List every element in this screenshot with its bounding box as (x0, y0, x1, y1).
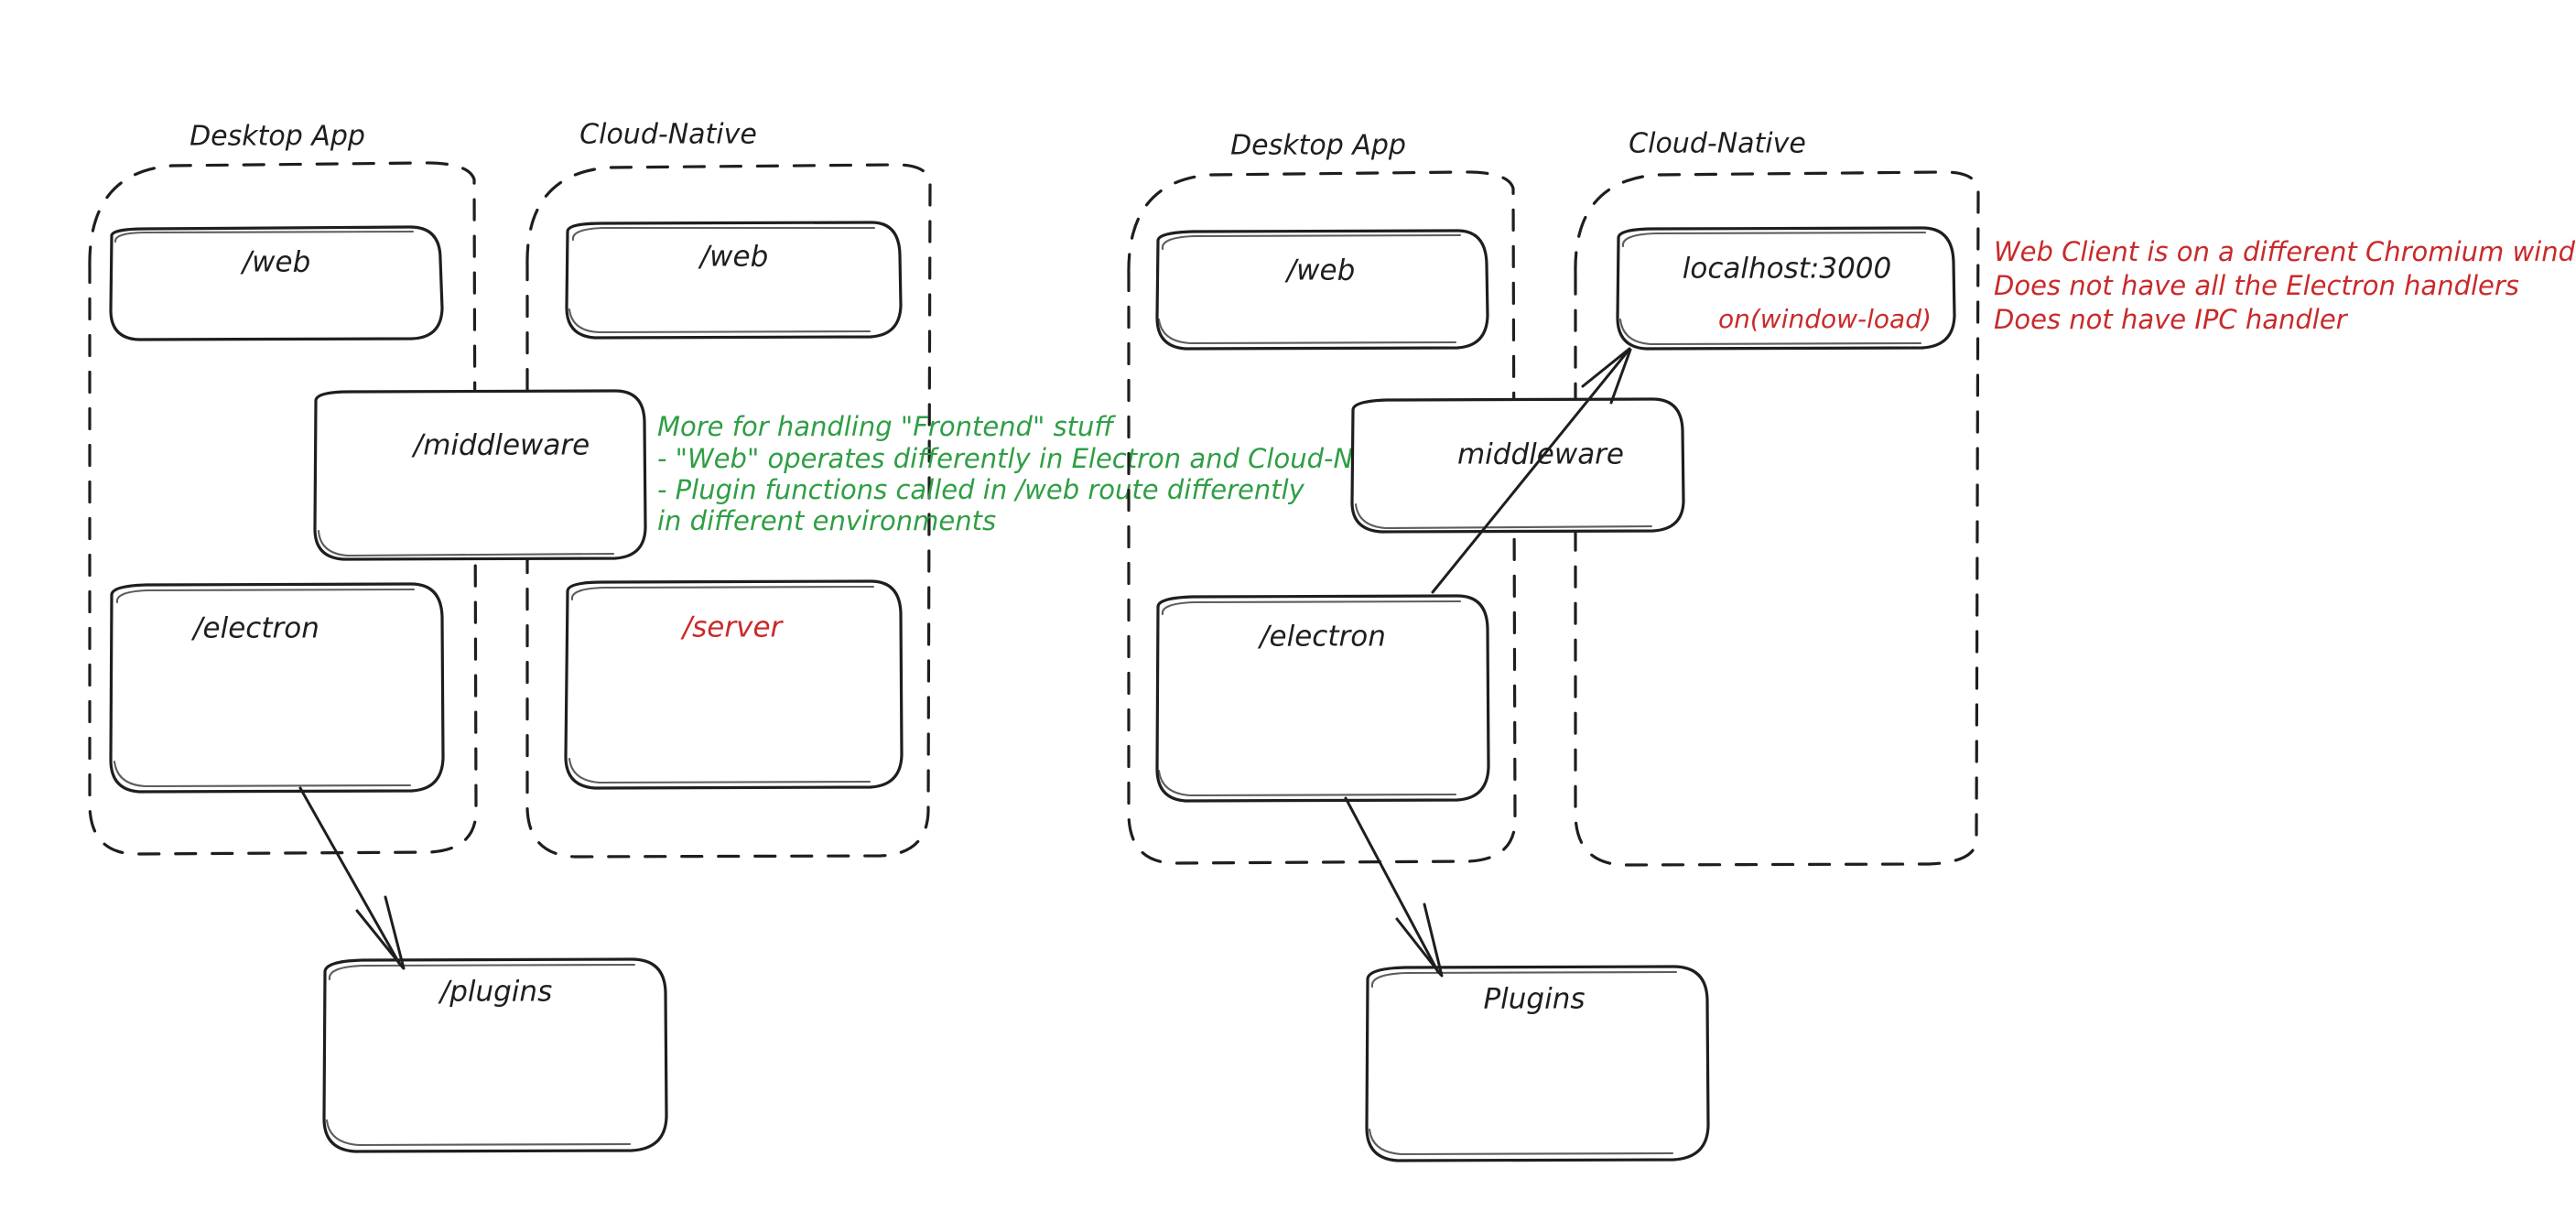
right-middleware-label: middleware (1457, 438, 1624, 471)
right-middleware-box[interactable]: middleware (1350, 397, 1685, 534)
right-down-arrow-shaft (1344, 796, 1440, 974)
left-electron-box[interactable]: /electron (109, 582, 445, 794)
left-middleware-label: /middleware (411, 429, 590, 462)
right-web-box-shape (1155, 229, 1489, 351)
left-web-cloud-box-shape (565, 221, 903, 340)
left-desktop-app-label: Desktop App (189, 121, 365, 153)
right-red-note-line-2: Does not have all the Electron handlers (1994, 270, 2519, 301)
right-plugins-box-shape (1365, 965, 1710, 1162)
left-cloud-native-group[interactable]: Cloud-Native (525, 119, 932, 859)
left-server-label: /server (680, 611, 785, 644)
right-electron-box[interactable]: /electron (1155, 594, 1490, 803)
right-up-arrow-head-2 (1609, 348, 1632, 405)
left-electron-box-sketchline (113, 588, 416, 788)
right-electron-label: /electron (1257, 621, 1386, 654)
right-web-box-sketchline (1157, 233, 1462, 345)
right-down-arrow-head-2 (1423, 902, 1444, 978)
left-arrow-head-2 (384, 895, 406, 970)
left-arrow-head-1 (355, 909, 405, 969)
left-green-note-line-3: - Plugin functions called in /web route … (657, 474, 1305, 505)
left-middleware-box[interactable]: /middleware (313, 389, 647, 561)
left-green-note-line-1: More for handling "Frontend" stuff (657, 411, 1116, 442)
right-up-arrow-head-1 (1581, 347, 1631, 388)
right-plugins-label: Plugins (1483, 983, 1585, 1016)
right-electron-box-sketchline (1157, 600, 1462, 797)
right-electron-box-shape (1155, 594, 1490, 803)
left-cloud-native-label: Cloud-Native (579, 119, 757, 151)
left-web-desktop-box-shape (109, 225, 444, 341)
right-localhost-box-sketchline (1618, 231, 1927, 346)
left-plugins-box-shape (322, 957, 668, 1153)
left-green-note: More for handling "Frontend" stuff - "We… (657, 411, 1419, 536)
right-cloud-native-group[interactable]: Cloud-Native (1574, 128, 1980, 867)
left-desktop-app-group[interactable]: Desktop App (88, 121, 478, 856)
right-web-box[interactable]: /web (1155, 229, 1489, 351)
left-web-cloud-box[interactable]: /web (565, 221, 903, 340)
left-desktop-app-boundary (88, 161, 478, 856)
right-plugins-box-sketchline (1368, 970, 1678, 1156)
left-green-note-line-4: in different environments (657, 505, 996, 536)
left-electron-to-plugins-arrow (298, 786, 406, 970)
left-green-note-line-2: - "Web" operates differently in Electron… (657, 443, 1419, 474)
right-cloud-native-boundary (1574, 170, 1980, 867)
right-plugins-box[interactable]: Plugins (1365, 965, 1710, 1162)
left-cloud-native-boundary (525, 163, 932, 859)
left-server-box-sketchline (568, 585, 875, 784)
right-localhost-sublabel: on(window-load) (1718, 304, 1932, 334)
left-middleware-box-shape (313, 389, 647, 561)
right-localhost-box-shape (1616, 226, 1956, 351)
right-web-label: /web (1284, 254, 1356, 287)
left-web-desktop-label: /web (240, 246, 311, 279)
right-down-arrow-head-1 (1395, 917, 1443, 977)
left-server-box[interactable]: /server (564, 579, 904, 790)
left-plugins-box[interactable]: /plugins (322, 957, 668, 1153)
right-cloud-native-label: Cloud-Native (1629, 128, 1806, 160)
right-localhost-label: localhost:3000 (1683, 253, 1892, 286)
right-electron-to-plugins-arrow (1344, 796, 1444, 978)
left-web-cloud-box-sketchline (568, 226, 876, 334)
left-web-cloud-label: /web (698, 241, 769, 274)
right-desktop-app-group[interactable]: Desktop App (1127, 130, 1517, 865)
left-middleware-box-sketchline (317, 529, 615, 557)
right-electron-to-localhost-arrow (1431, 347, 1632, 594)
right-up-arrow-shaft (1431, 350, 1629, 594)
left-plugins-label: /plugins (438, 976, 552, 1009)
left-server-box-shape (564, 579, 904, 790)
left-electron-label: /electron (190, 612, 319, 645)
left-web-desktop-box-sketchline (114, 230, 415, 243)
right-desktop-app-label: Desktop App (1230, 130, 1406, 162)
right-middleware-box-sketchline (1354, 503, 1653, 530)
right-localhost-box[interactable]: localhost:3000 on(window-load) (1616, 226, 1956, 351)
left-arrow-shaft (298, 786, 402, 967)
left-electron-box-shape (109, 582, 445, 794)
right-red-note-line-1: Web Client is on a different Chromium wi… (1994, 236, 2576, 267)
right-middleware-box-shape (1350, 397, 1685, 534)
left-web-desktop-box[interactable]: /web (109, 225, 444, 341)
right-red-note: Web Client is on a different Chromium wi… (1994, 236, 2576, 335)
right-desktop-app-boundary (1127, 170, 1517, 865)
right-red-note-line-3: Does not have IPC handler (1994, 304, 2349, 335)
left-plugins-box-sketchline (325, 963, 636, 1147)
